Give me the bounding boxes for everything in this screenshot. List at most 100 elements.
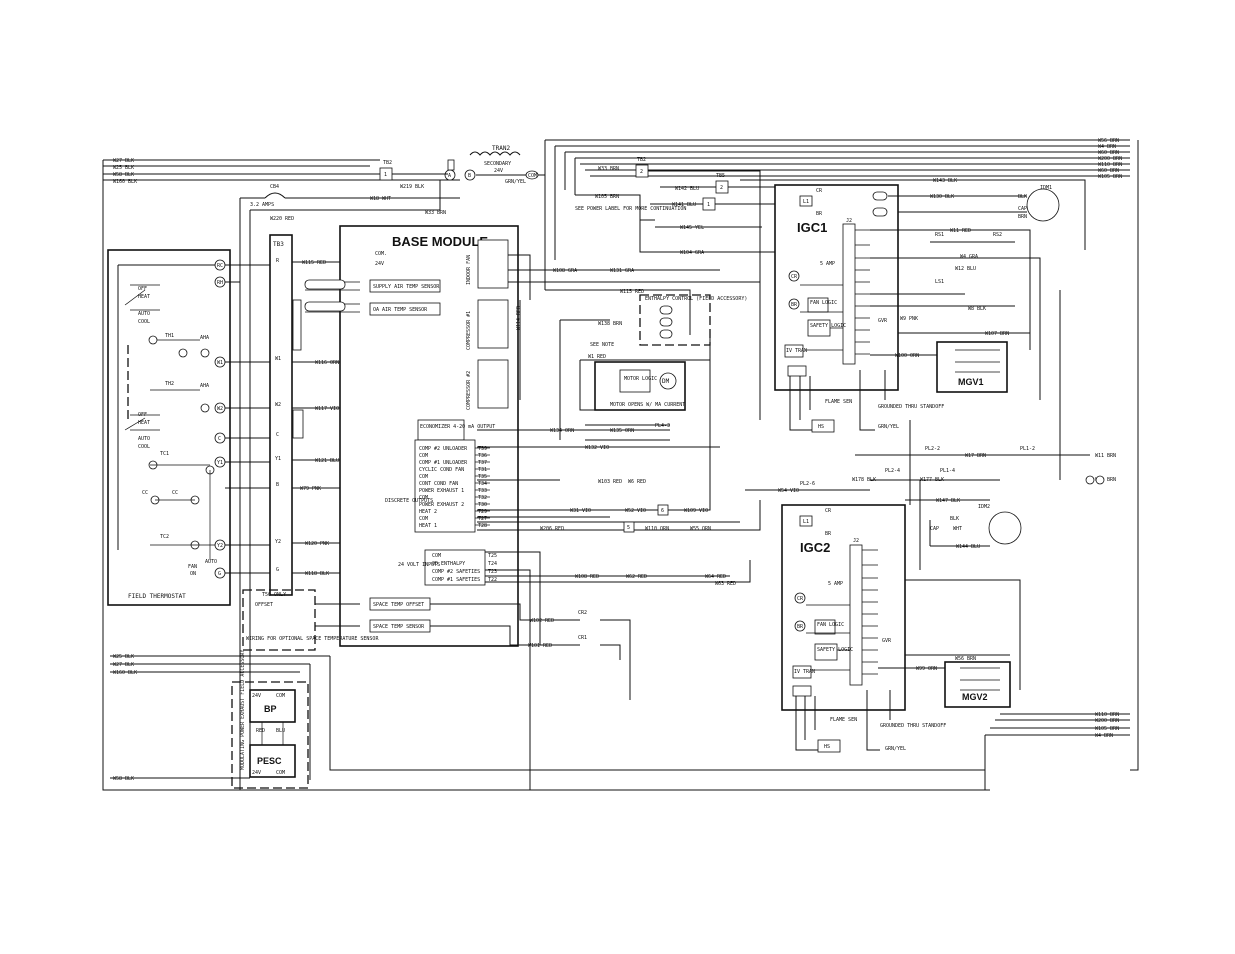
input-terminal: T24	[488, 561, 497, 567]
svg-text:W56 BRN: W56 BRN	[955, 656, 976, 662]
output-terminal: T30	[478, 502, 487, 508]
svg-text:COMPRESSOR #2: COMPRESSOR #2	[466, 371, 472, 410]
svg-text:W177 BLK: W177 BLK	[920, 477, 944, 483]
wire-label: W110 BRN	[1095, 712, 1119, 718]
output-label: COM	[419, 474, 428, 480]
output-terminal: T32	[478, 495, 487, 501]
igc2-board: IGC2 CR BR L1 J2 CR BR FAN LOGIC SAFETY …	[781, 504, 946, 753]
svg-text:OFFSET: OFFSET	[255, 602, 273, 608]
svg-text:Y2: Y2	[217, 543, 223, 549]
indicator-x	[178, 348, 188, 358]
svg-text:W55 ORN: W55 ORN	[690, 526, 711, 532]
svg-text:W1: W1	[217, 360, 223, 366]
tran2-label: TRAN2	[492, 145, 510, 152]
svg-text:5: 5	[627, 525, 630, 531]
tc2-label: TC2	[160, 534, 169, 540]
svg-text:W108 RED: W108 RED	[575, 574, 599, 580]
svg-text:CR: CR	[791, 274, 798, 280]
svg-text:BRN: BRN	[1018, 214, 1027, 220]
svg-text:G: G	[276, 567, 279, 573]
output-terminal: T29	[478, 509, 487, 515]
wire-label: W160 BLK	[113, 670, 137, 676]
svg-text:W178 BLK: W178 BLK	[852, 477, 876, 483]
wire-label: W200 BRN	[1098, 156, 1122, 162]
svg-text:W1 RED: W1 RED	[588, 354, 606, 360]
output-terminal: T31	[478, 467, 487, 473]
svg-text:L1: L1	[803, 519, 809, 525]
svg-text:MOTOR LOGIC: MOTOR LOGIC	[624, 376, 657, 382]
svg-text:FLAME SEN: FLAME SEN	[825, 399, 852, 405]
svg-text:AUTO: AUTO	[138, 436, 150, 442]
svg-text:ECONOMIZER 4-20 mA OUTPUT: ECONOMIZER 4-20 mA OUTPUT	[420, 424, 495, 430]
igc2-safety-logic	[814, 643, 838, 661]
igc1-j2-connector	[842, 223, 856, 365]
svg-text:W110 ORN: W110 ORN	[645, 526, 669, 532]
svg-text:RS1: RS1	[935, 232, 944, 238]
svg-text:BLK: BLK	[950, 516, 959, 522]
svg-text:W2: W2	[275, 402, 281, 408]
svg-text:Y1: Y1	[217, 460, 223, 466]
transformer-tran2: TRAN2 SECONDARY 24V COM GRN/YEL A B 1 TB…	[379, 145, 545, 190]
svg-text:HEAT: HEAT	[138, 420, 150, 426]
svg-text:W64 RED: W64 RED	[705, 574, 726, 580]
svg-text:TB2: TB2	[383, 160, 392, 166]
wire-label: W18 WHT	[370, 196, 391, 202]
output-label: HEAT 1	[419, 523, 437, 529]
output-terminal: T36	[478, 453, 487, 459]
svg-text:W4 GRA: W4 GRA	[960, 254, 978, 260]
pesc-module	[249, 744, 296, 778]
bottom-left-wire-labels: W25 BLK W27 BLK W160 BLK W58 BLK	[113, 654, 137, 782]
svg-text:Y2: Y2	[275, 539, 281, 545]
igc2-iv-tran	[792, 665, 812, 679]
svg-text:W62 RED: W62 RED	[626, 574, 647, 580]
wire-label: W33 BRN	[425, 210, 446, 216]
svg-text:2: 2	[720, 185, 723, 191]
svg-text:W99 ORN: W99 ORN	[916, 666, 937, 672]
svg-text:6: 6	[661, 508, 664, 514]
svg-text:BLU: BLU	[276, 728, 285, 734]
wire-label: W220 RED	[270, 216, 294, 222]
wire-label: W200 BRN	[1095, 718, 1119, 724]
svg-text:1: 1	[707, 202, 710, 208]
cc-label: CC	[172, 490, 178, 496]
svg-text:BLK: BLK	[1018, 194, 1027, 200]
svg-text:TB2: TB2	[637, 157, 646, 163]
bottom-right-wire-labels: W110 BRN W200 BRN W105 BRN W4 BRN	[1095, 712, 1119, 739]
idm2-motor: IDM2 BLK CAP WHT W147 BLK W144 BLU	[905, 498, 1022, 550]
wire-label: W27 BLK	[113, 662, 134, 668]
indicator-x	[200, 403, 210, 413]
output-terminal: T27	[478, 516, 487, 522]
wire-label: W4 BRN	[1095, 733, 1113, 739]
svg-text:BR: BR	[816, 211, 823, 217]
svg-text:COM: COM	[276, 770, 285, 776]
input-terminal: T23	[488, 569, 497, 575]
svg-text:CR: CR	[816, 188, 823, 194]
svg-text:W100 ORN: W100 ORN	[895, 353, 919, 359]
svg-text:W101 RED: W101 RED	[528, 643, 552, 649]
svg-text:BR: BR	[791, 302, 798, 308]
fuse-icon	[447, 159, 455, 171]
wire-label: W27 BLK	[113, 158, 134, 164]
aha-label-2: AHA	[200, 383, 209, 389]
fan-label: FAN	[188, 564, 197, 570]
svg-text:HS: HS	[818, 424, 824, 430]
svg-text:T56 ONLY: T56 ONLY	[262, 592, 286, 598]
tb3-frame	[269, 234, 293, 596]
svg-text:B: B	[468, 173, 471, 179]
svg-text:SEE POWER LABEL FOR MORE CONTI: SEE POWER LABEL FOR MORE CONTINUATION	[575, 206, 686, 212]
svg-text:W31 VIO: W31 VIO	[570, 508, 591, 514]
output-terminal: T33	[478, 488, 487, 494]
svg-text:W9 PNK: W9 PNK	[900, 316, 918, 322]
svg-text:W206 RED: W206 RED	[540, 526, 564, 532]
svg-text:COM: COM	[276, 693, 285, 699]
svg-text:W142 BLU: W142 BLU	[675, 186, 699, 192]
svg-text:PL4-3: PL4-3	[655, 423, 670, 429]
svg-text:1: 1	[384, 172, 387, 178]
svg-text:RC: RC	[217, 263, 223, 269]
svg-text:C: C	[218, 436, 221, 442]
pesc-title: PESC	[257, 756, 282, 766]
tc1-label: TC1	[160, 451, 169, 457]
svg-text:J2: J2	[853, 538, 859, 544]
svg-text:PL2-2: PL2-2	[925, 446, 940, 452]
